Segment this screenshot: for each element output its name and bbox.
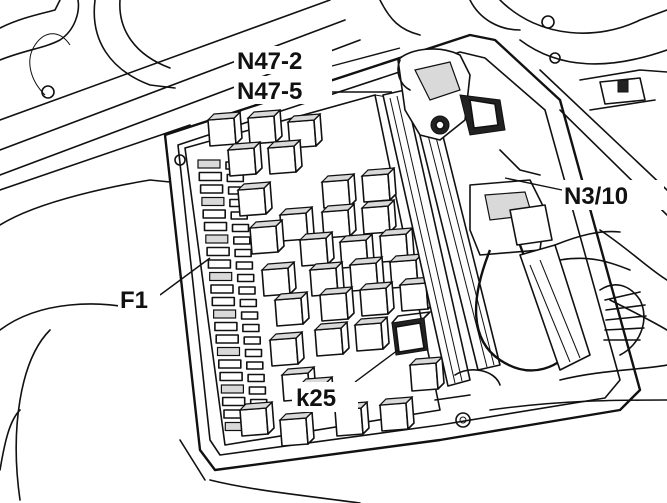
fuse [248,386,267,395]
fuse-strip-f1 [197,159,271,433]
fuse [197,159,221,169]
fuse [214,321,238,332]
leader-n47-2 [331,47,401,67]
label-n3-10: N3/10 [564,183,628,210]
fuse [231,223,250,233]
fuse [247,373,265,383]
relay [313,321,350,357]
label-k25: k25 [296,385,336,412]
fuse [216,346,241,357]
fuse [199,184,224,194]
relay [358,281,395,317]
fuse [209,271,233,282]
label-n47-2: N47-2 [237,48,302,75]
relay [226,141,263,177]
relay [360,167,397,203]
relay [353,316,390,352]
fuse [243,336,261,345]
leader-k25 [354,349,399,383]
relay-k25 [391,311,431,356]
fuse [218,359,242,369]
callout-labels: N47-2 N47-5 N3/10 F1 k25 [118,46,664,412]
label-n47-5: N47-5 [237,78,302,105]
fuse [210,284,234,294]
fuse [198,171,223,182]
relay [278,411,315,447]
relay [260,261,297,297]
fuse [234,248,252,258]
fuse [233,236,251,245]
fuse [211,296,236,307]
relay [320,173,357,209]
relay [268,331,305,367]
fuse [202,209,226,219]
relay [318,286,355,322]
fuse [201,196,225,207]
label-f1: F1 [120,287,148,314]
control-unit-n3-10 [469,149,553,256]
control-module-n47 [397,48,506,141]
wiring-harness [434,230,647,401]
fuse [215,334,239,344]
fuse [219,371,243,382]
relay [238,401,275,437]
fuse [239,298,258,308]
fuse [221,396,246,407]
relay [236,181,273,217]
fuse [244,348,263,358]
relay [360,199,397,235]
fuse [203,221,228,232]
relay [298,231,335,267]
relay [266,139,303,175]
fuse [236,273,255,283]
fuse [220,384,244,394]
fuse [206,246,230,257]
fuse [213,309,237,319]
fuse [242,323,260,333]
fuse [207,259,232,269]
relay [248,219,285,255]
relay [378,396,415,432]
relay [378,227,415,263]
relay [408,356,445,392]
relay [273,291,310,327]
fuse [235,261,254,270]
fuse [238,286,256,295]
relay [246,109,283,145]
fuse [246,361,264,370]
leader-n3-10 [504,177,563,191]
leader-f1 [159,257,211,296]
relay [206,111,243,147]
relay-block [206,109,445,447]
fuse [240,311,259,320]
fuse [205,234,229,244]
callout-leaders [159,47,563,383]
